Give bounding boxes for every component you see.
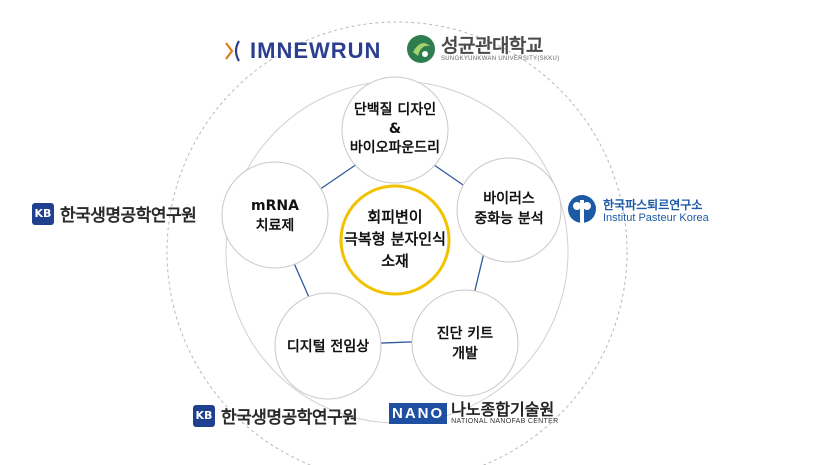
protein-design-line-3: 바이오파운드리 <box>350 139 440 156</box>
ipk-emblem-icon <box>568 195 596 226</box>
node-digital-preclinical <box>274 292 382 400</box>
virus-line-1: 바이러스 <box>483 190 535 207</box>
center-line-2: 극복형 분자인식 <box>344 230 446 248</box>
virus-line-2: 중화능 분석 <box>474 211 543 227</box>
nano-name: 나노종합기술원 <box>451 400 555 419</box>
nano-logo: NANO 나노종합기술원 NATIONAL NANOFAB CENTER <box>389 401 558 425</box>
kribb-text-left: 한국생명공학연구원 <box>60 206 197 226</box>
mrna-line-2: 치료제 <box>256 218 295 234</box>
center-line-3: 소재 <box>381 252 409 270</box>
kribb-logo-bottom: KB 한국생명공학연구원 <box>193 403 358 428</box>
node-center <box>339 184 451 296</box>
node-protein-design <box>341 76 449 184</box>
skku-name: 성균관대학교 <box>441 35 543 57</box>
digital-line-1: 디지털 전임상 <box>287 338 369 355</box>
skku-sub: SUNGKYUNKWAN UNIVERSITY(SKKU) <box>441 56 560 62</box>
skku-logo: 성균관대학교 SUNGKYUNKWAN UNIVERSITY(SKKU) <box>406 34 560 64</box>
mrna-line-1: mRNA <box>251 198 299 214</box>
ipk-name: 한국파스퇴르연구소 <box>603 197 703 212</box>
nano-sub: NATIONAL NANOFAB CENTER <box>451 418 559 425</box>
kribb-emblem-icon: KB <box>193 404 215 427</box>
node-diagnostic-kit <box>411 289 519 397</box>
imnewrun-logo: IMNEWRUN <box>222 38 381 64</box>
kribb-text-bottom: 한국생명공학연구원 <box>221 408 358 428</box>
protein-design-line-1: 단백질 디자인 <box>354 101 436 118</box>
outer-ring <box>166 21 628 465</box>
kribb-emblem-icon: KB <box>32 202 54 225</box>
node-virus-analysis <box>456 157 562 263</box>
ipk-sub: Institut Pasteur Korea <box>603 211 709 224</box>
imnewrun-text: IMNEWRUN <box>250 38 382 63</box>
skku-emblem-icon <box>407 35 435 63</box>
ipk-logo: 한국파스퇴르연구소 Institut Pasteur Korea <box>567 194 709 228</box>
node-mrna <box>221 161 329 269</box>
kribb-logo-left: KB 한국생명공학연구원 <box>32 201 197 226</box>
protein-design-line-2: & <box>389 121 401 137</box>
imnewrun-mark-icon <box>225 40 240 62</box>
nano-box: NANO <box>389 402 448 424</box>
center-line-1: 회피변이 <box>367 208 422 226</box>
diagnostic-line-1: 진단 키트 <box>437 325 494 342</box>
diagnostic-line-2: 개발 <box>452 345 478 362</box>
